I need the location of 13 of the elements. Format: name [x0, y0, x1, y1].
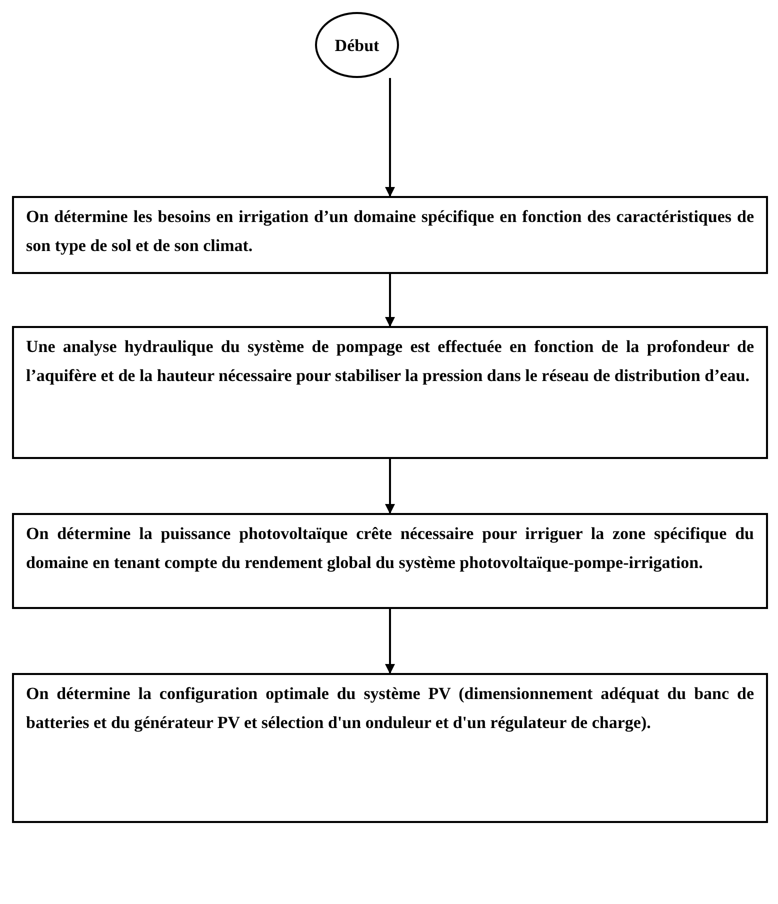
process-box	[12, 196, 768, 274]
arrow	[385, 78, 395, 197]
arrow	[385, 459, 395, 514]
step-text: On détermine la configuration optimale du système PV (dimensionnement adéquat du banc de batteries et du générateur PV et sélection d'un onduleur et d'un régulateur de charge).	[26, 684, 754, 732]
step-text: On détermine la puissance photovoltaïque crête nécessaire pour irriguer la zone spécifique du domaine en tenant compte du rendement global du système photovoltaïque-pompe-irrigation.	[26, 524, 754, 572]
process-box	[12, 326, 768, 459]
start-label: Début	[334, 34, 380, 56]
arrow	[385, 609, 395, 674]
arrow	[385, 274, 395, 327]
step-text: On détermine les besoins en irrigation d’un domaine spécifique en fonction des caractéristiques de son type de sol et de son climat.	[26, 207, 754, 255]
process-box	[12, 513, 768, 609]
process-box	[12, 673, 768, 823]
step-text: Une analyse hydraulique du système de pompage est effectuée en fonction de la profondeur de l’aquifère et de la hauteur nécessaire pour stabiliser la pression dans le réseau de distribution d’eau.	[26, 337, 754, 385]
